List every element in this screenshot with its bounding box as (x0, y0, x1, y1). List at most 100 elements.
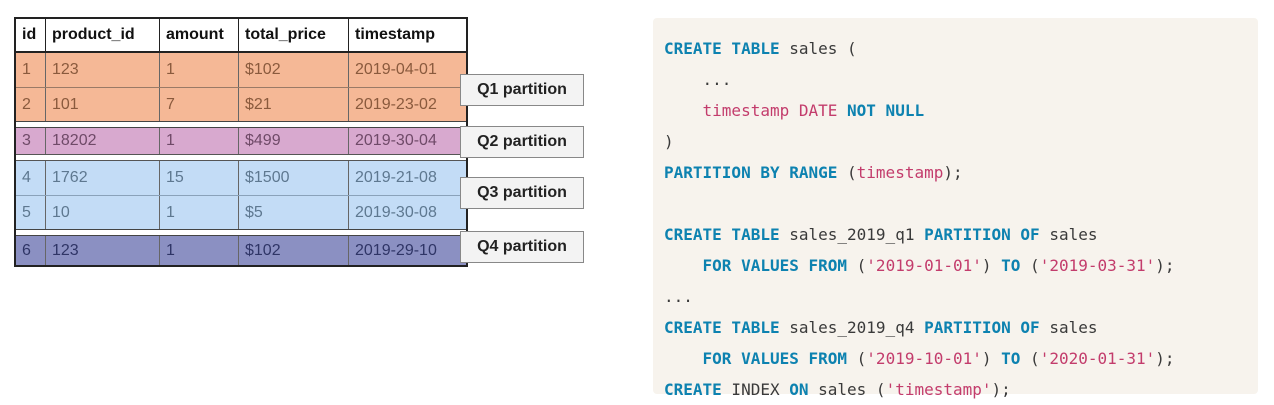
header-id: id (16, 19, 46, 51)
table-row: 4 1762 15 $1500 2019-21-08 (16, 161, 466, 195)
code-text: ); (943, 163, 963, 182)
cell-id: 1 (16, 53, 46, 87)
code-text: ( (847, 256, 867, 275)
code-text: ( (1020, 256, 1040, 275)
code-line (664, 188, 1258, 219)
code-keyword: PARTITION BY RANGE (664, 163, 838, 182)
code-text: ... (664, 70, 732, 89)
partition-divider (16, 154, 466, 161)
header-timestamp: timestamp (355, 26, 436, 43)
code-field: timestamp DATE (702, 101, 838, 120)
code-keyword: CREATE TABLE (664, 39, 780, 58)
cell-amount: 1 (160, 236, 239, 265)
cell-id: 6 (16, 236, 46, 265)
code-text: ) (664, 132, 674, 151)
cell-total-price: $102 (239, 53, 349, 87)
table-row: 6 123 1 $102 2019-29-10 (16, 236, 466, 265)
cell-timestamp: 2019-04-01 (355, 61, 437, 78)
cell-id: 3 (16, 128, 46, 154)
cell-total-price: $5 (239, 196, 349, 229)
code-line: timestamp DATE NOT NULL (664, 95, 1258, 126)
code-text: INDEX (721, 380, 790, 399)
code-string: '2019-01-01' (866, 256, 982, 275)
table-header-row: id product_id amount total_price timesta… (16, 19, 466, 53)
table-row: 3 18202 1 $499 2019-30-04 (16, 128, 466, 154)
code-text: ); (1155, 256, 1175, 275)
code-line: CREATE INDEX ON sales ('timestamp'); (664, 374, 1258, 405)
sql-code-block: CREATE TABLE sales ( ... timestamp DATE … (653, 18, 1258, 399)
partition-divider (16, 121, 466, 128)
cell-total-price: $102 (239, 236, 349, 265)
code-indent (664, 101, 703, 120)
table-row: 5 10 1 $5 2019-30-08 (16, 195, 466, 229)
cell-amount: 7 (160, 88, 239, 121)
code-text: ); (1155, 349, 1175, 368)
cell-amount: 15 (160, 161, 239, 195)
partition-divider (16, 229, 466, 236)
q3-partition-label: Q3 partition (460, 177, 584, 209)
code-text: ( (837, 163, 857, 182)
header-product-id: product_id (46, 19, 160, 51)
code-field: timestamp (856, 163, 944, 182)
code-keyword: FOR VALUES FROM (702, 256, 848, 275)
code-line: CREATE TABLE sales_2019_q4 PARTITION OF … (664, 312, 1258, 343)
cell-timestamp: 2019-30-08 (355, 203, 437, 221)
cell-total-price: $21 (239, 88, 349, 121)
code-text: sales (1039, 225, 1098, 244)
sales-table: id product_id amount total_price timesta… (14, 17, 468, 267)
table-row: 2 101 7 $21 2019-23-02 (16, 87, 466, 121)
code-keyword: NOT NULL (837, 101, 925, 120)
cell-timestamp: 2019-29-10 (355, 241, 437, 259)
code-keyword: PARTITION OF (924, 225, 1040, 244)
cell-product-id: 123 (46, 236, 160, 265)
code-text: sales ( (779, 39, 857, 58)
code-line: CREATE TABLE sales_2019_q1 PARTITION OF … (664, 219, 1258, 250)
code-keyword: CREATE TABLE (664, 225, 780, 244)
code-line: CREATE TABLE sales ( (664, 33, 1258, 64)
code-keyword: ON (789, 380, 809, 399)
cell-amount: 1 (160, 128, 239, 154)
code-keyword: CREATE (664, 380, 722, 399)
code-text: sales_2019_q1 (779, 225, 925, 244)
code-text: ); (991, 380, 1011, 399)
code-string: '2020-01-31' (1039, 349, 1156, 368)
code-keyword: CREATE TABLE (664, 318, 780, 337)
cell-total-price: $499 (239, 128, 349, 154)
q2-partition-label: Q2 partition (460, 126, 584, 158)
code-text: ) (981, 349, 1002, 368)
cell-product-id: 101 (46, 88, 160, 121)
code-text: ) (981, 256, 1002, 275)
code-indent (664, 256, 703, 275)
code-text: ... (664, 287, 693, 306)
table-row: 1 123 1 $102 2019-04-01 (16, 53, 466, 87)
code-keyword: PARTITION OF (924, 318, 1040, 337)
code-string: 'timestamp' (885, 380, 992, 399)
code-text: ( (1020, 349, 1040, 368)
q1-partition-label: Q1 partition (460, 74, 584, 106)
code-text: sales_2019_q4 (779, 318, 925, 337)
header-total-price: total_price (239, 19, 349, 51)
cell-id: 5 (16, 196, 46, 229)
cell-id: 2 (16, 88, 46, 121)
q4-partition-label: Q4 partition (460, 231, 584, 263)
cell-amount: 1 (160, 53, 239, 87)
cell-product-id: 10 (46, 196, 160, 229)
code-indent (664, 349, 703, 368)
code-line: ... (664, 281, 1258, 312)
code-keyword: FOR VALUES FROM (702, 349, 848, 368)
code-line: FOR VALUES FROM ('2019-10-01') TO ('2020… (664, 343, 1258, 374)
code-line: ... (664, 64, 1258, 95)
code-text: ( (847, 349, 867, 368)
cell-total-price: $1500 (239, 161, 349, 195)
header-amount: amount (160, 19, 239, 51)
cell-timestamp: 2019-30-04 (355, 132, 437, 149)
code-line: PARTITION BY RANGE (timestamp); (664, 157, 1258, 188)
cell-timestamp: 2019-21-08 (355, 169, 437, 186)
cell-product-id: 18202 (46, 128, 160, 154)
code-text: sales ( (808, 380, 886, 399)
cell-timestamp: 2019-23-02 (355, 95, 437, 113)
cell-product-id: 123 (46, 53, 160, 87)
code-keyword: TO (1001, 256, 1021, 275)
code-line: ) (664, 126, 1258, 157)
code-string: '2019-03-31' (1039, 256, 1156, 275)
